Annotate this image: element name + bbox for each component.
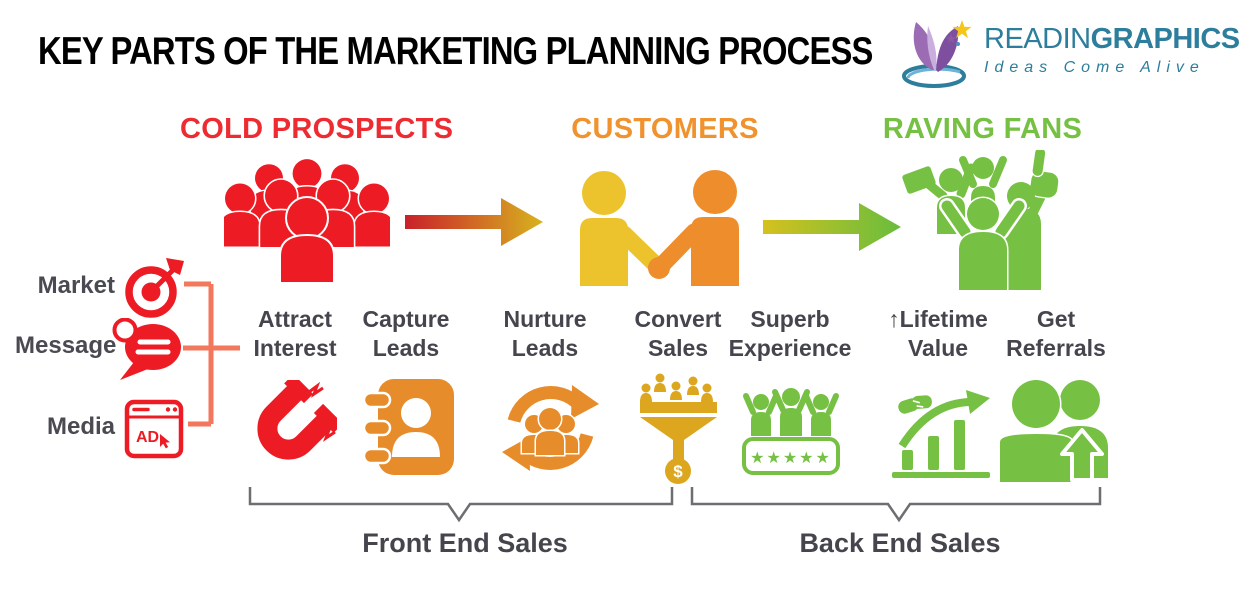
target-dart-icon <box>125 258 184 318</box>
brand-logo: READINGRAPHICS Ideas Come Alive <box>898 12 1240 92</box>
people-cycle-icon <box>502 385 599 471</box>
svg-text:AD: AD <box>136 429 159 446</box>
back-end-sales-brace <box>690 487 1102 523</box>
stage-heading-raving-fans: RAVING FANS <box>882 113 1083 145</box>
brand-tagline: Ideas Come Alive <box>984 59 1205 77</box>
ad-browser-icon: AD <box>124 399 184 459</box>
input-label-market: Market <box>37 272 115 299</box>
inputs-bracket <box>183 281 240 427</box>
handshake-people-icon <box>580 170 739 286</box>
arrow-right-red-gold-icon <box>405 198 543 246</box>
five-star-rating-icon: ★★★★★ <box>742 388 840 475</box>
cheering-fans-icon <box>902 150 1060 290</box>
growth-handshake-icon <box>892 390 990 478</box>
input-label-message: Message <box>15 332 117 359</box>
brand-name: READINGRAPHICS <box>984 23 1240 55</box>
arrow-right-gold-green-icon <box>763 203 901 251</box>
phase-label-front-end-sales: Front End Sales <box>362 528 568 558</box>
stage-heading-customers: CUSTOMERS <box>571 113 759 145</box>
input-label-media: Media <box>46 413 115 440</box>
five-stars: ★★★★★ <box>750 448 832 467</box>
stage-heading-cold-prospects: COLD PROSPECTS <box>180 113 454 145</box>
phase-label-back-end-sales: Back End Sales <box>799 528 1001 558</box>
front-end-sales-brace <box>248 487 674 523</box>
referral-people-icon <box>998 378 1108 482</box>
magnet-icon <box>257 380 337 460</box>
address-book-icon <box>362 379 454 475</box>
sales-funnel-icon: $ <box>640 373 717 484</box>
speech-bubble-icon <box>112 318 181 380</box>
crowd-icon <box>224 158 390 284</box>
page-title: KEY PARTS OF THE MARKETING PLANNING PROC… <box>38 30 873 73</box>
dollar-sign: $ <box>673 462 683 481</box>
reading-graphics-book-icon <box>902 20 972 88</box>
